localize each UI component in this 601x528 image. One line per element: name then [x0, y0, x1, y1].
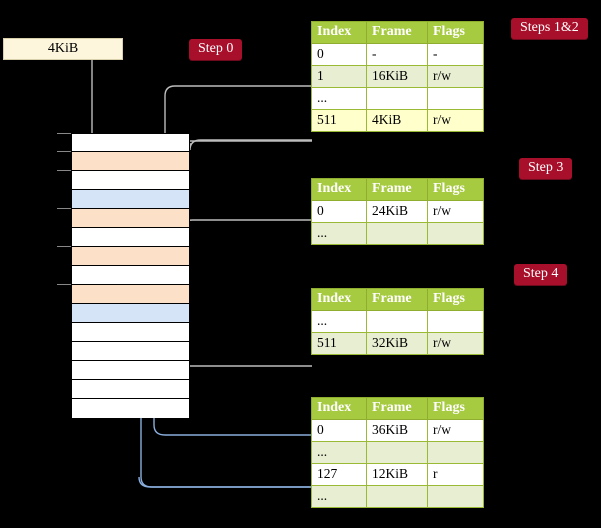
table-row: ... — [311, 310, 484, 333]
cell-index: ... — [311, 222, 367, 245]
column-header-frame: Frame — [366, 21, 428, 44]
memory-frame-row — [72, 342, 189, 361]
table-row: ... — [311, 222, 484, 245]
memory-frame-row — [72, 266, 189, 285]
cell-frame — [366, 310, 428, 333]
column-header-index: Index — [311, 178, 367, 201]
memory-tick — [57, 246, 71, 247]
table-row: ... — [311, 87, 484, 110]
memory-frame-row — [72, 399, 189, 418]
cell-flags — [427, 87, 484, 110]
cell-index: 1 — [311, 65, 367, 88]
memory-frame-row — [72, 134, 189, 152]
badge-step-0: Step 0 — [189, 39, 243, 60]
cell-frame: 16KiB — [366, 65, 428, 88]
cell-frame: 24KiB — [366, 200, 428, 223]
memory-tick — [57, 284, 71, 285]
table-row: ... — [311, 441, 484, 464]
column-header-flags: Flags — [427, 178, 484, 201]
cell-frame — [366, 222, 428, 245]
cell-flags — [427, 222, 484, 245]
memory-tick — [57, 133, 71, 134]
memory-frame-row — [72, 304, 189, 323]
column-header-frame: Frame — [366, 178, 428, 201]
badge-step-3: Step 3 — [519, 158, 573, 179]
cell-frame — [366, 485, 428, 508]
column-header-frame: Frame — [366, 397, 428, 420]
cell-index: ... — [311, 441, 367, 464]
cell-frame: 4KiB — [366, 109, 428, 132]
memory-frame-row — [72, 247, 189, 266]
memory-frame-row — [72, 228, 189, 247]
memory-frame-row — [72, 209, 189, 228]
table-row: ... — [311, 485, 484, 508]
cell-flags — [427, 310, 484, 333]
cell-index: 0 — [311, 419, 367, 442]
cell-frame: 32KiB — [366, 332, 428, 355]
badge-step-4: Step 4 — [514, 264, 568, 285]
cell-flags — [427, 485, 484, 508]
memory-frame-row — [72, 152, 189, 171]
cell-flags: r/w — [427, 65, 484, 88]
cell-index: ... — [311, 87, 367, 110]
cell-flags: r — [427, 463, 484, 486]
memory-tick — [57, 170, 71, 171]
table-row: 0-- — [311, 43, 484, 66]
badge-steps-1-2: Steps 1&2 — [511, 18, 588, 39]
page-box-4kib: 4KiB — [3, 38, 123, 60]
cell-flags — [427, 441, 484, 464]
cell-frame: 36KiB — [366, 419, 428, 442]
column-header-flags: Flags — [427, 397, 484, 420]
cell-index: ... — [311, 485, 367, 508]
cell-flags: - — [427, 43, 484, 66]
cell-frame: 12KiB — [366, 463, 428, 486]
physical-memory-column — [71, 133, 190, 418]
memory-frame-row — [72, 361, 189, 380]
memory-frame-row — [72, 323, 189, 342]
cell-flags: r/w — [427, 200, 484, 223]
column-header-flags: Flags — [427, 288, 484, 311]
cell-index: 127 — [311, 463, 367, 486]
cell-flags: r/w — [427, 419, 484, 442]
cell-frame — [366, 441, 428, 464]
cell-frame — [366, 87, 428, 110]
memory-tick — [57, 208, 71, 209]
cell-frame: - — [366, 43, 428, 66]
memory-frame-row — [72, 380, 189, 399]
column-header-flags: Flags — [427, 21, 484, 44]
cell-index: 0 — [311, 200, 367, 223]
memory-frame-row — [72, 285, 189, 304]
cell-flags: r/w — [427, 332, 484, 355]
memory-frame-row — [72, 190, 189, 209]
memory-frame-row — [72, 171, 189, 190]
cell-index: ... — [311, 310, 367, 333]
column-header-index: Index — [311, 288, 367, 311]
memory-tick — [57, 151, 71, 152]
column-header-frame: Frame — [366, 288, 428, 311]
cell-index: 511 — [311, 109, 367, 132]
column-header-index: Index — [311, 397, 367, 420]
cell-flags: r/w — [427, 109, 484, 132]
cell-index: 0 — [311, 43, 367, 66]
column-header-index: Index — [311, 21, 367, 44]
page-box-label: 4KiB — [47, 41, 79, 56]
cell-index: 511 — [311, 332, 367, 355]
